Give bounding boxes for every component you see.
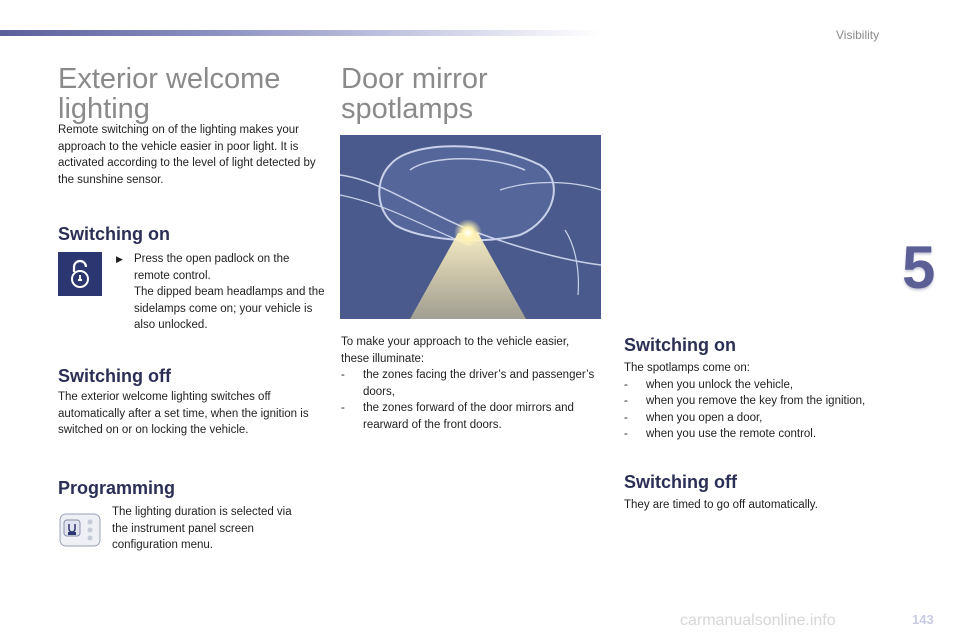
step-instruction: Press the open padlock on the remote con… xyxy=(134,253,290,282)
step-result: The dipped beam headlamps and the sidela… xyxy=(134,286,325,331)
page-number: 143 xyxy=(912,612,934,627)
chapter-number: 5 xyxy=(902,234,936,301)
list-item: when you use the remote control. xyxy=(624,426,894,443)
heading-switching-off-right: Switching off xyxy=(624,472,737,492)
heading-programming: Programming xyxy=(58,478,176,498)
programming-text: The lighting duration is selected via th… xyxy=(112,506,292,551)
door-mirror-spotlamp-illustration xyxy=(339,135,602,319)
section-label: Visibility xyxy=(836,28,880,42)
list-item: when you unlock the vehicle, xyxy=(624,377,894,394)
page-title-exterior-welcome-lighting: Exterior welcome lighting xyxy=(58,63,281,125)
switching-off-text-left: The exterior welcome lighting switches o… xyxy=(58,391,309,436)
switching-on-step: ▶ Press the open padlock on the remote c… xyxy=(116,251,326,334)
heading-switching-on-left: Switching on xyxy=(58,224,170,244)
list-item: the zones forward of the door mirrors an… xyxy=(341,400,596,433)
spotlamps-intro-text: To make your approach to the vehicle eas… xyxy=(341,336,570,365)
arrow-bullet-icon: ▶ xyxy=(116,254,123,264)
switching-on-intro: The spotlamps come on: xyxy=(624,362,750,374)
watermark: carmanualsonline.info xyxy=(680,612,836,629)
list-item: when you open a door, xyxy=(624,410,894,427)
heading-switching-off-left: Switching off xyxy=(58,366,171,386)
list-item: when you remove the key from the ignitio… xyxy=(624,393,894,410)
spotlamps-intro: To make your approach to the vehicle eas… xyxy=(341,334,596,433)
padlock-open-icon xyxy=(58,252,102,296)
intro-paragraph: Remote switching on of the lighting make… xyxy=(58,124,316,186)
switching-off-text-right: They are timed to go off automatically. xyxy=(624,499,818,511)
switching-on-conditions-list: when you unlock the vehicle, when you re… xyxy=(624,377,894,443)
heading-switching-on-right: Switching on xyxy=(624,335,736,355)
page-title-door-mirror-spotlamps: Door mirror spotlamps xyxy=(341,63,488,125)
header-gradient-bar xyxy=(0,30,600,36)
instrument-panel-icon xyxy=(58,508,104,550)
list-item: the zones facing the driver’s and passen… xyxy=(341,367,596,400)
illuminated-zones-list: the zones facing the driver’s and passen… xyxy=(341,367,596,433)
switching-on-right-block: The spotlamps come on: when you unlock t… xyxy=(624,360,894,443)
